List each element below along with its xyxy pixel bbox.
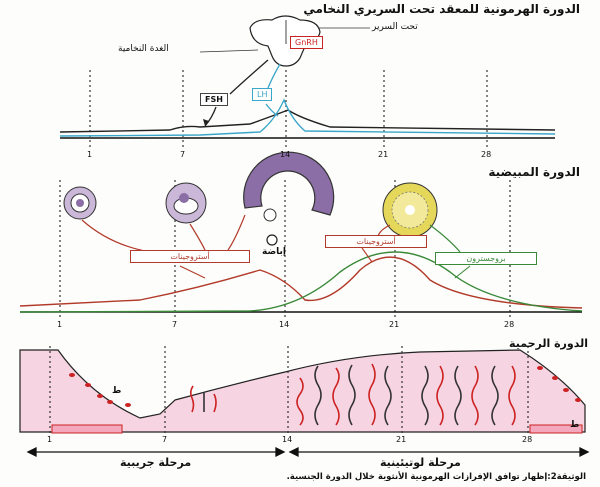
uterine-tick-21: 21 bbox=[396, 435, 407, 444]
estrogen2-to-curve-arrow bbox=[361, 247, 373, 263]
hormonal-tick-21: 21 bbox=[378, 150, 389, 159]
phase-arrows bbox=[26, 446, 590, 458]
luteal-phase-label: مرحلة لوتيئينية bbox=[380, 456, 461, 469]
estrogen-box-1: أستروجينات bbox=[130, 250, 250, 263]
uterine-section bbox=[19, 346, 590, 458]
ovarian-tick-28: 28 bbox=[504, 320, 515, 329]
estrogen-box-2: أستروجينات bbox=[325, 235, 427, 248]
menstruation-bar-2 bbox=[529, 424, 583, 434]
follicle1-arrow bbox=[81, 219, 151, 253]
uterine-glands bbox=[189, 363, 516, 426]
pituitary-label: الغدة النخامية bbox=[118, 44, 169, 54]
blood-drops-right bbox=[537, 366, 581, 402]
hormonal-section bbox=[59, 15, 556, 150]
ovarian-tick-1: 1 bbox=[57, 320, 63, 329]
lh-release-arrow bbox=[267, 63, 281, 89]
fsh-curve bbox=[59, 109, 556, 133]
pituitary-pointer bbox=[199, 49, 259, 53]
mature-follicle bbox=[243, 151, 335, 222]
fsh-release-arrow bbox=[229, 59, 269, 95]
lh-box: LH bbox=[252, 88, 273, 101]
progesterone-box: بروجسترون bbox=[435, 252, 537, 265]
uterine-tick-1: 1 bbox=[47, 435, 53, 444]
luteum-progesterone-arrow bbox=[429, 224, 461, 253]
ovarian-tick-14: 14 bbox=[279, 320, 290, 329]
uterine-tick-7: 7 bbox=[162, 435, 168, 444]
primary-follicle bbox=[63, 186, 97, 220]
hormonal-tick-7: 7 bbox=[180, 150, 186, 159]
gnrh-box: GnRH bbox=[290, 36, 323, 49]
follicle3-arrow bbox=[227, 214, 246, 251]
hypothalamus-label: تحت السرير bbox=[372, 22, 418, 32]
hormonal-tick-14: 14 bbox=[280, 150, 291, 159]
ovulated-oocyte bbox=[266, 234, 278, 246]
estrogen-curve bbox=[19, 256, 583, 309]
fsh-box: FSH bbox=[200, 93, 228, 106]
menses-label-2: ط bbox=[570, 420, 580, 430]
progesterone-curve bbox=[19, 251, 583, 313]
ovarian-tick-21: 21 bbox=[389, 320, 400, 329]
ovarian-section bbox=[19, 151, 583, 320]
hormonal-tick-28: 28 bbox=[481, 150, 492, 159]
estrogen-to-curve-arrow bbox=[179, 265, 206, 279]
fsh-arrowhead bbox=[203, 119, 209, 126]
hormonal-tick-1: 1 bbox=[87, 150, 93, 159]
ovarian-tick-7: 7 bbox=[172, 320, 178, 329]
follicle2-arrow bbox=[189, 223, 206, 251]
ovulation-label: إباضة bbox=[262, 247, 286, 257]
figure-caption: الوثيقة2:إظهار توافق الإفرازات الهرمونية… bbox=[286, 472, 586, 482]
ovarian-title: الدورة المبيضية bbox=[488, 165, 580, 179]
lh-to-curve-arrow bbox=[265, 103, 279, 117]
blood-drops-left bbox=[69, 373, 131, 407]
uterine-tick-14: 14 bbox=[282, 435, 293, 444]
progesterone-to-curve-arrow bbox=[454, 265, 471, 279]
hormonal-title: الدورة الهرمونية للمعقد تحت السريري النخ… bbox=[303, 2, 580, 16]
lh-curve bbox=[59, 98, 556, 137]
fsh-to-curve-arrow bbox=[204, 106, 217, 127]
menses-label-1: ط bbox=[112, 386, 122, 396]
follicular-phase-label: مرحلة جريبية bbox=[120, 456, 192, 469]
uterine-tick-28: 28 bbox=[522, 435, 533, 444]
uterine-title: الدورة الرحمية bbox=[509, 337, 588, 350]
corpus-luteum bbox=[382, 182, 438, 238]
secondary-follicle bbox=[165, 182, 207, 224]
menstruation-bar-1 bbox=[51, 424, 123, 434]
